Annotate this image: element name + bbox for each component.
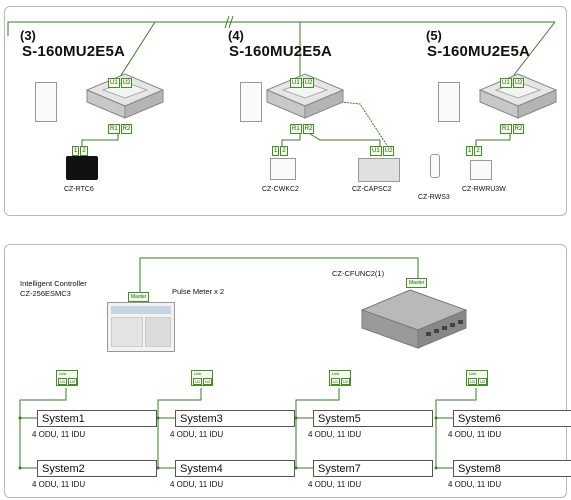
system-desc: 4 ODU, 11 IDU [170,430,224,439]
unit-model-4: S-160MU2E5A [229,43,333,60]
unit-model-3: S-160MU2E5A [22,43,126,60]
extra-model-5: CZ-RWRU3W [462,186,506,193]
system-desc: 4 ODU, 11 IDU [448,430,502,439]
remote-model-5: CZ-RWS3 [418,194,450,201]
cassette-unit-icon [478,72,558,129]
remote-model-3: CZ-RTC6 [64,186,94,193]
system-box: System6 [453,410,571,427]
interface-box-icon [358,158,400,182]
cassette-unit-icon [85,72,165,129]
system-box: System2 [37,460,157,477]
system-box: System4 [175,460,295,477]
unit-number-3: (3) [20,28,36,43]
wall-controller-icon [270,158,296,180]
intelligent-controller-screen [107,302,175,352]
switch-block-icon [35,82,57,122]
wireless-remote-icon [430,154,440,178]
interface-label: CZ-CFUNC2(1) [332,269,385,278]
pulse-meter-label: Pulse Meter x 2 [172,287,225,296]
interface-box-icon [360,288,468,357]
system-desc: 4 ODU, 11 IDU [448,480,502,489]
system-box: System5 [313,410,433,427]
system-box: System3 [175,410,295,427]
extra-model-4: CZ-CAPSC2 [352,186,392,193]
switch-block-icon [438,82,460,122]
wired-remote-icon [66,156,98,180]
system-box: System7 [313,460,433,477]
unit-number-4: (4) [228,28,244,43]
system-box: System8 [453,460,571,477]
unit-model-5: S-160MU2E5A [427,43,531,60]
wireless-receiver-icon [470,160,492,180]
remote-model-4: CZ-CWKC2 [262,186,299,193]
controller-master-port: Master [128,292,150,302]
system-desc: 4 ODU, 11 IDU [32,430,86,439]
switch-block-icon [240,82,262,122]
system-desc: 4 ODU, 11 IDU [32,480,86,489]
interface-master-port: Master [406,278,428,288]
system-desc: 4 ODU, 11 IDU [308,480,362,489]
system-desc: 4 ODU, 11 IDU [308,430,362,439]
controller-title: Intelligent Controller [20,279,87,288]
system-desc: 4 ODU, 11 IDU [170,480,224,489]
indoor-units-panel [4,6,567,216]
system-box: System1 [37,410,157,427]
controller-model: CZ-256ESMC3 [20,289,71,298]
unit-number-5: (5) [426,28,442,43]
